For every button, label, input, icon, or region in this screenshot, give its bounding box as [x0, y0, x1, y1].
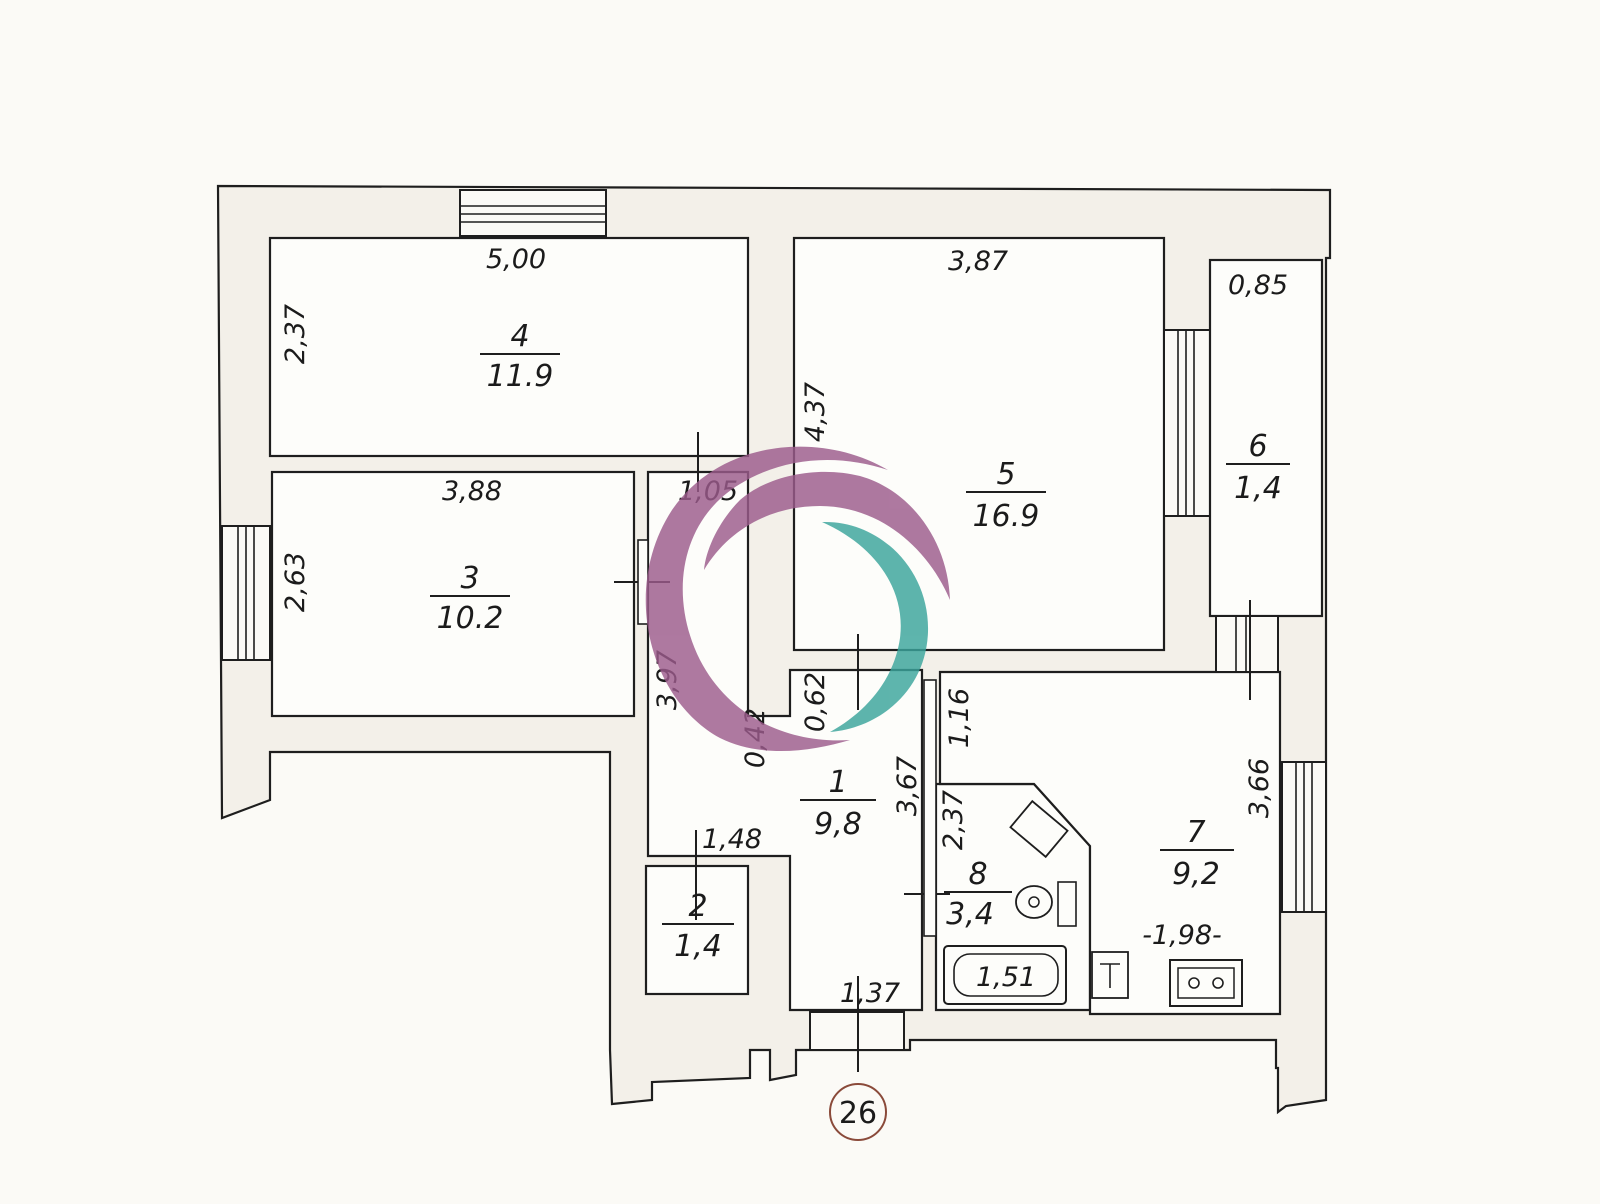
dim-room5-depth: 4,37 — [800, 382, 831, 442]
room-label-1: 1 9,8 — [800, 765, 876, 842]
dim-room4-depth: 2,37 — [280, 304, 311, 364]
toilet-icon — [1015, 881, 1077, 927]
sink-icon — [1009, 799, 1069, 859]
room-7-area: 9,2 — [1172, 857, 1220, 892]
window-room4 — [459, 189, 607, 237]
window-room7 — [1281, 761, 1327, 913]
room-2-number: 2 — [688, 889, 707, 924]
window-room6-room7 — [1215, 615, 1279, 673]
room-5-number: 5 — [996, 457, 1015, 492]
dim-room8-depth: 2,37 — [938, 790, 969, 850]
room-4 — [268, 236, 750, 458]
dim-room6-width: 0,85 — [1228, 270, 1288, 301]
dim-room7-width: -1,98- — [1142, 920, 1222, 951]
crescent-logo-icon — [645, 446, 950, 752]
dim-room3-width: 3,88 — [442, 476, 502, 507]
room-6-number: 6 — [1248, 429, 1267, 464]
room-label-5: 5 16.9 — [966, 457, 1046, 534]
room-4-number: 4 — [510, 319, 529, 354]
room-7 — [938, 670, 1282, 1016]
dim-room2-width: 1,48 — [702, 824, 762, 855]
room-1-number: 1 — [828, 765, 847, 800]
room-3 — [270, 470, 636, 718]
dim-room4-width: 5,00 — [486, 244, 546, 275]
window-room5 — [1163, 329, 1211, 517]
dim-hall-niche-depth: 0,62 — [800, 672, 831, 732]
room-3-number: 3 — [460, 561, 479, 596]
room-label-7: 7 9,2 — [1160, 815, 1234, 892]
dim-room3-depth: 2,63 — [280, 552, 311, 612]
dim-room1-depth: 3,67 — [892, 756, 923, 816]
room-1-area: 9,8 — [814, 807, 862, 842]
room-6-area: 1,4 — [1234, 471, 1282, 506]
room-label-6: 6 1,4 — [1226, 429, 1290, 506]
room-8-area: 3,4 — [946, 897, 994, 932]
room-8-number: 8 — [968, 857, 987, 892]
room-4-area: 11.9 — [487, 359, 554, 394]
window-room3 — [221, 525, 271, 661]
room-2-area: 1,4 — [674, 929, 722, 964]
unit-number-badge: 26 — [829, 1083, 887, 1141]
dim-room7-depth: 3,66 — [1244, 758, 1275, 818]
dim-hall-lower-width: 1,37 — [840, 978, 900, 1009]
unit-number: 26 — [839, 1096, 877, 1131]
room-6 — [1208, 258, 1324, 618]
stove-icon — [1169, 959, 1243, 1007]
dim-bath-length: 1,51 — [976, 962, 1036, 993]
entrance-door — [809, 976, 905, 1072]
dim-room7-upper: 1,16 — [944, 688, 975, 748]
dim-room5-width: 3,87 — [948, 246, 1008, 277]
room-5-area: 16.9 — [973, 499, 1040, 534]
wall-room8 — [923, 679, 937, 937]
room-5 — [792, 236, 1166, 652]
room-label-2: 2 1,4 — [662, 889, 734, 964]
room-label-3: 3 10.2 — [430, 561, 510, 636]
water-heater-icon — [1091, 951, 1129, 999]
bathtub-icon — [943, 945, 1067, 1005]
room-label-8: 8 3,4 — [944, 857, 1012, 932]
room-7-number: 7 — [1186, 815, 1205, 850]
room-label-4: 4 11.9 — [480, 319, 560, 394]
room-3-area: 10.2 — [437, 601, 504, 636]
